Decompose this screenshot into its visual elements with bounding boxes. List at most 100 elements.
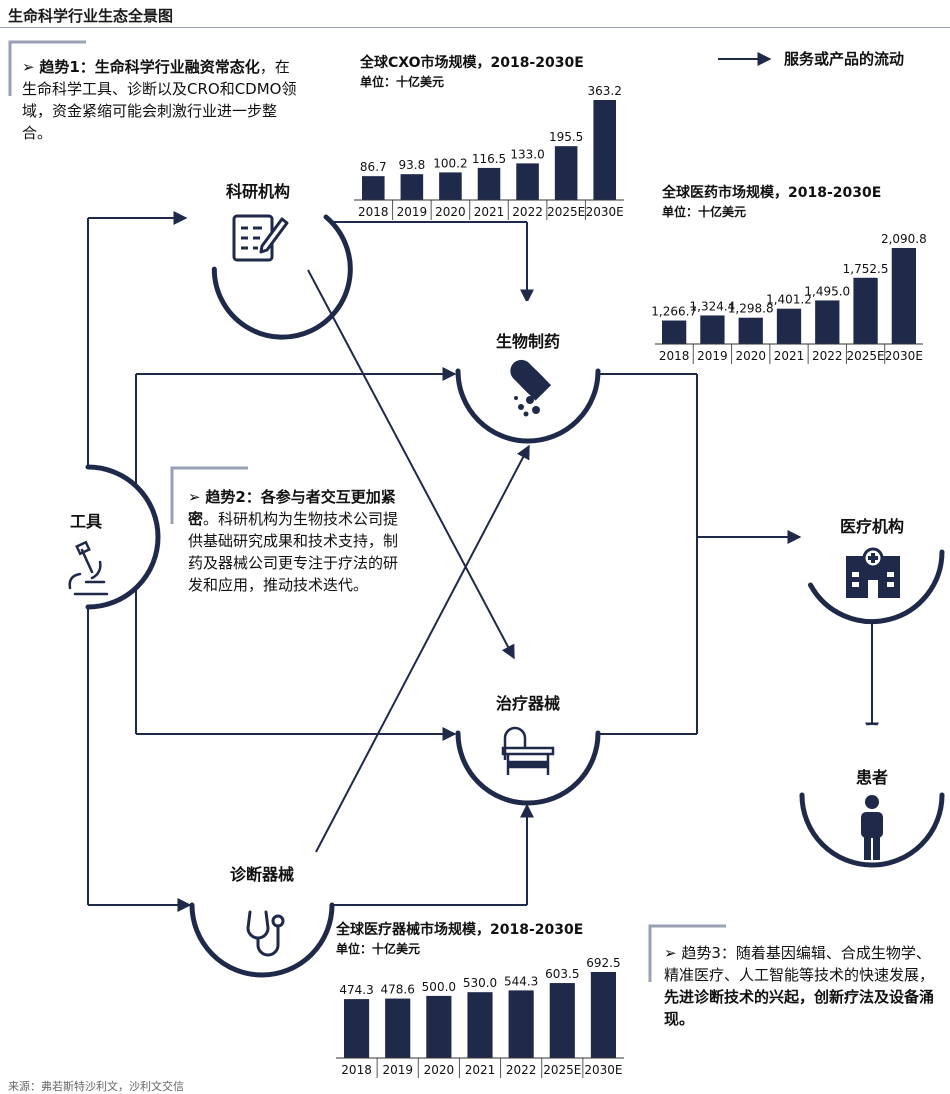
tick-label: 2030E	[586, 205, 624, 219]
data-label: 474.3	[339, 983, 373, 997]
tick-label: 2021	[474, 205, 505, 219]
bar-2019	[400, 174, 424, 200]
therapy-arc	[455, 730, 601, 806]
bar-2022	[508, 990, 534, 1058]
tick-label: 2018	[341, 1063, 372, 1077]
tools-arc	[85, 464, 161, 610]
data-label: 1,752.5	[843, 262, 889, 276]
bar-2018	[662, 320, 687, 344]
chart-devices: 474.32018478.62019500.02020530.02021544.…	[336, 956, 624, 1078]
trend2-text: ➢ 趋势2：各参与者交互更加紧密。科研机构为生物技术公司提供基础研究成果和技术支…	[188, 486, 410, 596]
bullet-arrow-icon: ➢	[188, 488, 206, 506]
research-arc	[211, 214, 353, 340]
diagnostics-arc	[189, 902, 335, 978]
tick-label: 2020	[735, 349, 766, 363]
data-label: 195.5	[549, 130, 583, 144]
trend3-corner	[648, 924, 726, 982]
tick-label: 2021	[774, 349, 805, 363]
chart-cxo-unit: 单位：十亿美元	[360, 75, 445, 89]
bar-2025E	[554, 146, 578, 200]
bar-2020	[426, 995, 452, 1058]
trend1-heading: 趋势1：生命科学行业融资常态化	[39, 58, 260, 76]
person-icon	[861, 795, 883, 860]
trend1-body: ，在生命科学工具、诊断以及CRO和CDMO领域，资金紧缩可能会刺激行业进一步整合…	[22, 58, 297, 142]
data-label: 1,266.7	[651, 305, 697, 319]
trend2-heading: 趋势2：各参与者交互更加紧密	[188, 488, 396, 528]
bar-2021	[477, 167, 501, 200]
tick-label: 2018	[358, 205, 389, 219]
bar-2019	[700, 315, 725, 344]
clipboard-icon	[232, 214, 289, 262]
trend1-corner	[8, 40, 86, 96]
chart-devices-title: 全球医疗器械市场规模，2018-2030E	[336, 922, 584, 938]
data-label: 544.3	[504, 974, 538, 988]
node-therapy-label: 治疗器械	[495, 694, 560, 713]
tick-label: 2019	[382, 1063, 413, 1077]
bullet-arrow-icon: ➢	[664, 944, 682, 962]
bar-2030E	[590, 972, 616, 1058]
node-biopharma-label: 生物制药	[495, 332, 560, 351]
bar-2021	[467, 992, 493, 1058]
data-label: 500.0	[422, 980, 456, 994]
data-label: 133.0	[510, 147, 544, 161]
page-title: 生命科学行业生态全景图	[8, 7, 174, 25]
tick-label: 2021	[465, 1063, 496, 1077]
data-label: 1,324.4	[690, 299, 736, 313]
data-label: 603.5	[545, 967, 579, 981]
tick-label: 2019	[697, 349, 728, 363]
trend3-emphasis: 先进诊断技术的兴起，创新疗法及设备涌现。	[664, 988, 935, 1028]
tick-label: 2019	[397, 205, 428, 219]
data-label: 2,090.8	[881, 232, 927, 246]
data-label: 93.8	[398, 158, 425, 172]
bar-2021	[776, 308, 802, 344]
source-note: 来源：弗若斯特沙利文，沙利文交信	[8, 1080, 184, 1093]
bar-2030E	[891, 248, 916, 344]
stethoscope-icon	[246, 910, 285, 957]
patients-arc	[799, 792, 945, 868]
bar-2025E	[549, 983, 575, 1058]
tick-label: 2025E	[847, 349, 885, 363]
microscope-icon	[68, 540, 109, 596]
chart-pharma-title: 全球医药市场规模，2018-2030E	[662, 185, 882, 201]
legend-label: 服务或产品的流动	[784, 50, 905, 68]
node-research-label: 科研机构	[225, 182, 290, 201]
data-label: 100.2	[433, 156, 467, 170]
tick-label: 2025E	[547, 205, 585, 219]
tick-label: 2022	[506, 1063, 537, 1077]
tick-label: 2022	[812, 349, 843, 363]
medical-arc	[808, 549, 945, 625]
data-label: 1,298.8	[728, 302, 774, 316]
bar-2022	[815, 300, 840, 344]
trend2-corner	[170, 466, 248, 524]
tick-label: 2020	[435, 205, 466, 219]
data-label: 1,401.2	[766, 293, 812, 307]
chart-pharma-unit: 单位：十亿美元	[662, 205, 747, 219]
bar-2030E	[593, 100, 616, 200]
tick-label: 2030E	[885, 349, 923, 363]
tick-label: 2018	[659, 349, 690, 363]
data-label: 478.6	[381, 983, 415, 997]
bar-2022	[516, 163, 539, 200]
bar-2018	[362, 176, 385, 200]
node-medical-label: 医疗机构	[839, 517, 904, 536]
bar-2020	[439, 172, 462, 200]
data-label: 116.5	[472, 152, 506, 166]
tick-label: 2025E	[543, 1063, 581, 1077]
flow-arrow-diagnostics-biopharma	[315, 444, 530, 853]
trend2-body: 。科研机构为生物技术公司提供基础研究成果和技术支持，制药及器械公司更专注于疗法的…	[188, 510, 399, 594]
imaging-bed-icon	[501, 726, 555, 775]
title-divider	[0, 27, 950, 28]
chart-pharma: 1,266.7 2018 1,324.4 2019 1,298.8 2020 1,401.2…	[651, 232, 927, 364]
node-patients-label: 患者	[855, 768, 888, 787]
flow-arrow-research-therapy	[307, 269, 515, 660]
data-label: 692.5	[586, 956, 620, 970]
node-diagnostics-label: 诊断器械	[229, 865, 294, 884]
chart-cxo: 86.7201893.82019100.22020116.52021133.02…	[354, 84, 624, 220]
hospital-icon	[846, 547, 900, 598]
bar-2019	[385, 998, 411, 1058]
trend3-text: ➢ 趋势3：随着基因编辑、合成生物学、精准医疗、人工智能等技术的快速发展，先进诊…	[664, 942, 936, 1030]
bar-2018	[344, 999, 370, 1058]
trend3-body: 趋势3：随着基因编辑、合成生物学、精准医疗、人工智能等技术的快速发展，	[664, 944, 935, 984]
data-label: 1,495.0	[804, 284, 850, 298]
